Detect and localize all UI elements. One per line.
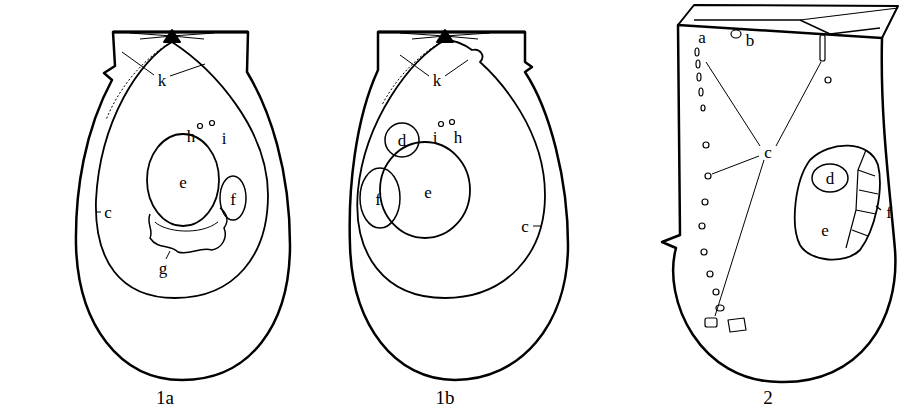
label-text: h [187,127,196,146]
part-letter: d [398,132,407,149]
part-letter: i [222,130,227,147]
part-letter: a [698,29,706,46]
label-text: f [230,190,236,209]
part-letter: k [158,72,167,89]
part-letter: f [886,204,892,221]
shell-1a [76,30,290,380]
label-text: d [826,169,835,188]
part-letter: g [159,260,168,277]
part-letter: f [230,191,236,208]
part-letter: f [375,191,381,208]
figure-number: 2 [763,388,773,407]
label-text: 2 [763,387,773,408]
label-text: g [159,259,168,278]
label-text: e [424,183,432,202]
label-text: 1a [156,387,174,408]
label-text: c [521,217,529,236]
part-letter: i [433,129,438,146]
part-letter: c [521,218,529,235]
part-letter: k [433,72,442,89]
figure-number: 1a [156,388,174,407]
shell-2 [662,5,898,382]
label-text: d [398,131,407,150]
label-text: f [375,190,381,209]
label-text: a [698,28,706,47]
part-letter: c [104,204,112,221]
label-text: b [746,31,755,50]
label-text: f [886,203,892,222]
part-letter: h [187,128,196,145]
label-text: e [179,173,187,192]
label-text: i [433,128,438,147]
part-letter: e [424,184,432,201]
part-letter: e [821,222,829,239]
figure-number: 1b [436,388,455,407]
label-text: i [222,129,227,148]
shell-1b [350,30,568,380]
part-letter: e [179,174,187,191]
label-text: h [454,128,463,147]
part-letter: c [764,144,772,161]
part-letter: h [454,129,463,146]
label-text: k [433,71,442,90]
label-text: e [821,221,829,240]
part-letter: d [826,170,835,187]
label-text: c [764,143,772,162]
label-text: 1b [436,387,455,408]
label-text: k [158,71,167,90]
part-letter: b [746,32,755,49]
label-text: c [104,203,112,222]
